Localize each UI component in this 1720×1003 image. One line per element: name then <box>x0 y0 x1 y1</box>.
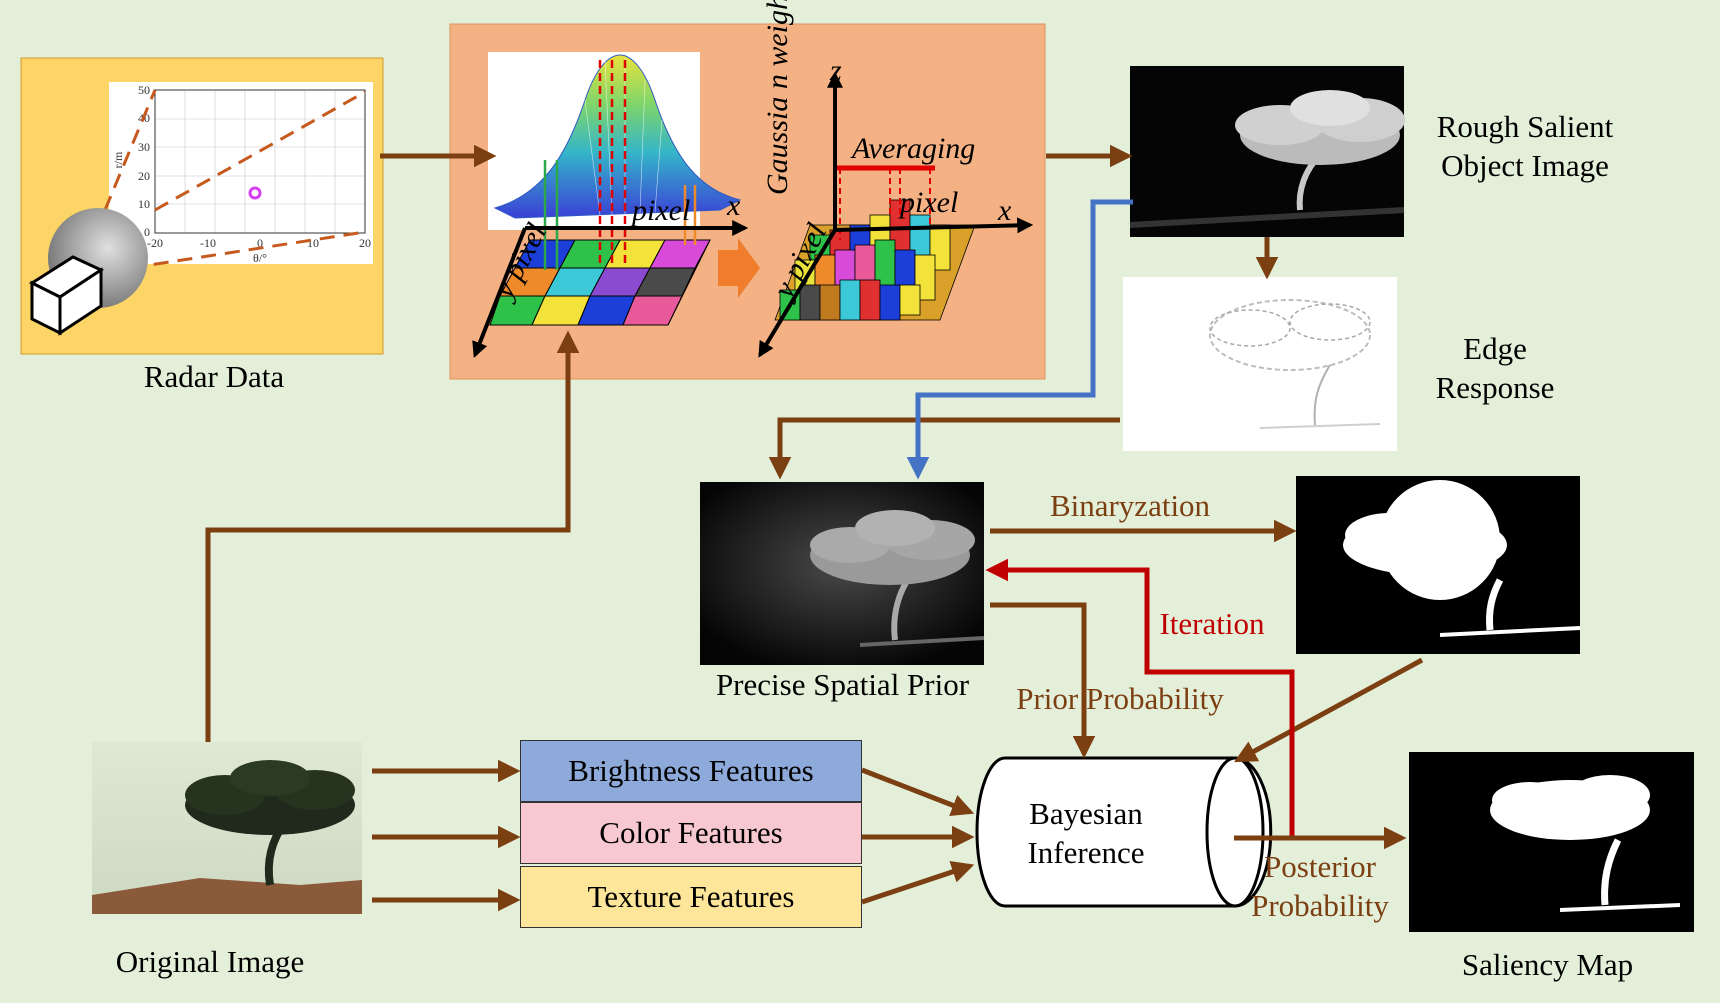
gaussian-weight-label: Gaussia n weight <box>761 0 794 195</box>
radar-ytick: 20 <box>138 169 150 183</box>
precise-prior-image <box>700 482 985 665</box>
radar-sensor-icon <box>28 208 148 336</box>
brightness-features-label: Brightness Features <box>568 753 814 788</box>
radar-xtick: -20 <box>147 236 163 250</box>
iteration-label: Iteration <box>1159 606 1265 641</box>
bayesian-inference-label: Bayesian Inference <box>1027 796 1145 870</box>
binarized-image <box>1296 476 1581 654</box>
averaging-label: Averaging <box>850 132 975 165</box>
radar-xtick: 10 <box>307 236 319 250</box>
axis-z: z <box>829 54 842 87</box>
axis-x: x <box>726 189 741 222</box>
rough-salient-label: Rough Salient Object Image <box>1436 109 1614 183</box>
edge-response-label: Edge Response <box>1435 331 1555 405</box>
radar-ytick: 10 <box>138 197 150 211</box>
radar-xtick: 0 <box>257 236 263 250</box>
edge-response-image <box>1123 277 1397 451</box>
axis-pixel-x: pixel <box>630 194 690 227</box>
radar-beam-lines <box>103 89 366 270</box>
radar-ylabel: r/m <box>111 151 125 168</box>
posterior-probability-label: Posterior Probability <box>1251 849 1389 923</box>
gaussian-panel: pixel x y pixel Averaging Gaussia n weig… <box>449 0 1046 380</box>
bayesian-cylinder <box>975 756 1273 908</box>
radar-ytick: 0 <box>144 225 150 239</box>
radar-plot-grid <box>154 90 365 233</box>
precise-prior-label: Precise Spatial Prior <box>715 667 970 702</box>
radar-ytick: 30 <box>138 140 150 154</box>
saliency-map-label: Saliency Map <box>1461 947 1634 982</box>
saliency-map-image <box>1409 752 1694 932</box>
axis-x2: x <box>997 194 1012 227</box>
prior-probability-label: Prior Probability <box>1016 681 1224 716</box>
original-image-label: Original Image <box>115 944 305 979</box>
radar-xtick: 20 <box>359 236 371 250</box>
rough-salient-image <box>1129 66 1405 237</box>
binarization-label: Binaryzation <box>1049 488 1211 523</box>
brightness-features-box: Brightness Features <box>520 740 862 802</box>
original-image <box>92 742 362 914</box>
radar-ytick: 50 <box>138 83 150 97</box>
radar-xtick: -10 <box>200 236 216 250</box>
axis-pixel-x2: pixel <box>898 186 958 219</box>
color-features-box: Color Features <box>520 802 862 864</box>
radar-xlabel: θ/° <box>253 251 267 265</box>
process-arrow-icon <box>718 238 760 298</box>
color-features-label: Color Features <box>599 815 783 850</box>
radar-data-label: Radar Data <box>143 359 285 394</box>
radar-target-marker <box>248 186 262 200</box>
flow-arrows <box>205 144 1424 912</box>
texture-features-box: Texture Features <box>520 866 862 928</box>
radar-panel: 50 40 30 20 10 0 -20 -10 0 10 20 θ/° r/m <box>20 57 384 355</box>
texture-features-label: Texture Features <box>587 879 795 914</box>
